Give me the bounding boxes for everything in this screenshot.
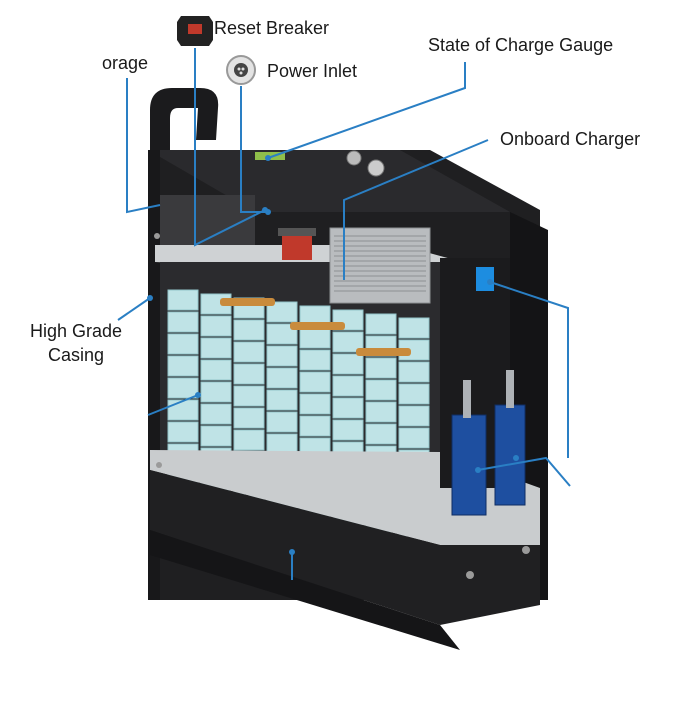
leader-onboard-charger	[343, 139, 489, 280]
terminal-post-left	[463, 380, 471, 418]
leader-dots	[147, 155, 519, 555]
carry-handle	[150, 88, 219, 150]
battery-cell	[200, 337, 232, 359]
storage-compartment	[160, 195, 255, 245]
label-storage: orage	[102, 53, 149, 73]
battery-cell	[233, 429, 265, 451]
leader-lines	[117, 48, 571, 580]
battery-cell	[167, 355, 199, 377]
battery-cell	[167, 399, 199, 421]
battery-cell	[365, 379, 397, 401]
battery-cell	[365, 357, 397, 379]
battery-cell	[299, 327, 331, 349]
breaker-block	[282, 232, 312, 260]
label-power-inlet: Power Inlet	[267, 61, 358, 81]
battery-cell	[200, 425, 232, 447]
leader-power-inlet	[240, 86, 268, 213]
battery-cell	[332, 375, 364, 397]
blue-connector	[476, 267, 494, 291]
label-high-grade-casing-line1: High Grade	[29, 321, 123, 341]
battery-cell	[365, 401, 397, 423]
label-onboard-charger: Onboard Charger	[500, 129, 641, 149]
leader-reset-breaker	[194, 48, 266, 247]
battery-cell	[398, 427, 430, 449]
battery-cell	[299, 393, 331, 415]
terminal-post-right	[506, 370, 514, 408]
battery-cell	[233, 319, 265, 341]
battery-cell	[266, 345, 298, 367]
battery-cell	[365, 423, 397, 445]
breaker-icon	[177, 16, 213, 46]
leader-casing	[117, 297, 151, 321]
casing-base	[150, 470, 540, 625]
battery-cell	[233, 385, 265, 407]
battery-cell	[266, 301, 298, 323]
label-state-of-charge-gauge: State of Charge Gauge	[428, 35, 614, 55]
battery-cell	[167, 289, 199, 311]
leader-cells	[147, 394, 199, 416]
battery-cell	[398, 383, 430, 405]
battery-cell	[200, 315, 232, 337]
leader-terminals	[489, 281, 569, 458]
screw	[154, 233, 160, 239]
battery-cell	[200, 359, 232, 381]
battery-cell	[299, 371, 331, 393]
battery-cell	[266, 411, 298, 433]
battery-cell	[233, 407, 265, 429]
screw	[466, 571, 474, 579]
battery-cell	[233, 363, 265, 385]
label-reset-breaker: Reset Breaker	[214, 18, 330, 38]
busbar	[220, 298, 275, 306]
battery-cell	[332, 331, 364, 353]
battery-cell	[365, 313, 397, 335]
leader-soc-gauge	[267, 62, 466, 159]
battery-cell	[200, 381, 232, 403]
breaker-cap	[278, 228, 316, 236]
battery-cell	[266, 389, 298, 411]
battery-cell	[398, 317, 430, 339]
label-high-grade-casing-line2: Casing	[47, 345, 105, 365]
battery-cell	[398, 361, 430, 383]
battery-cell	[233, 341, 265, 363]
top-knob-2	[367, 159, 385, 177]
busbar	[290, 322, 345, 330]
battery-cell	[332, 419, 364, 441]
battery-cell	[200, 403, 232, 425]
battery-cell	[332, 353, 364, 375]
battery-cell	[167, 421, 199, 443]
battery-cell	[266, 367, 298, 389]
battery-cell	[167, 377, 199, 399]
terminal-left	[451, 414, 487, 516]
screw	[156, 462, 162, 468]
onboard-charger	[329, 227, 431, 304]
leader-storage	[126, 78, 161, 214]
battery-cell	[299, 415, 331, 437]
busbar	[356, 348, 411, 356]
battery-cell	[398, 405, 430, 427]
leader-terminals-2	[477, 456, 571, 487]
casing-base-front	[150, 530, 460, 650]
top-knob-1	[346, 150, 362, 166]
battery-cell	[167, 333, 199, 355]
screw	[522, 546, 530, 554]
battery-cell	[167, 311, 199, 333]
power-inlet-icon	[226, 55, 256, 85]
battery-cell	[299, 349, 331, 371]
battery-cell	[266, 323, 298, 345]
terminal-right	[494, 404, 526, 506]
battery-cell	[332, 397, 364, 419]
